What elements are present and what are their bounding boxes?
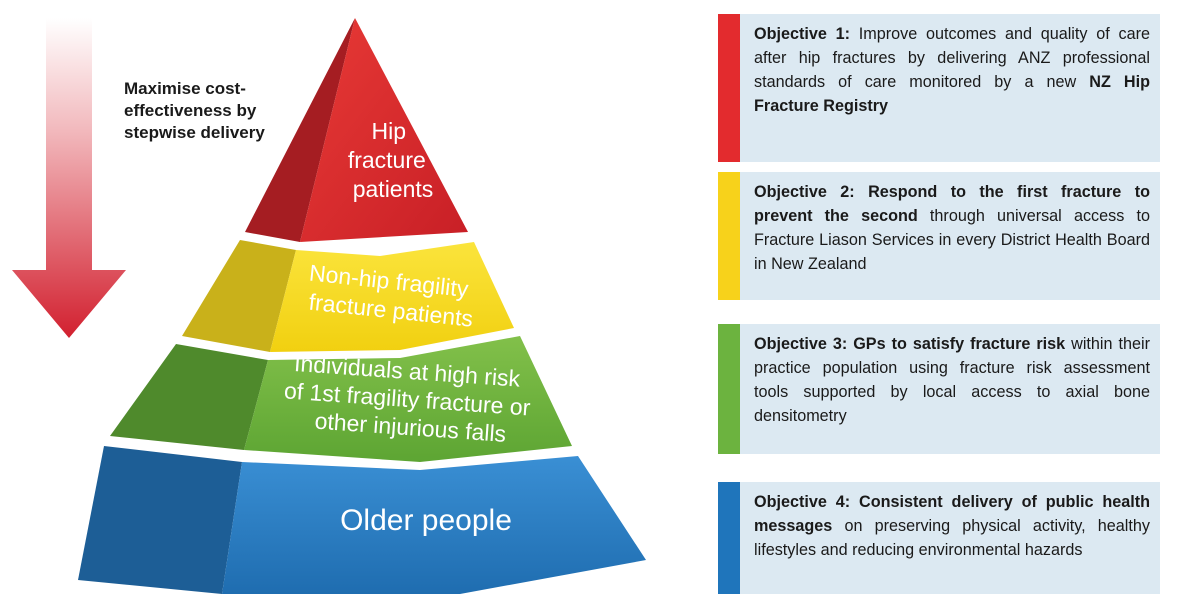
objective-4-color-bar — [718, 482, 740, 594]
objective-3-box: Objective 3: GPs to satisfy fracture ris… — [718, 324, 1160, 454]
pyramid-tier-hip: Hip fracture patients — [245, 18, 468, 242]
objective-3-color-bar — [718, 324, 740, 454]
tier-older-face — [222, 456, 646, 594]
tier-older-label: Older people — [340, 504, 512, 537]
pyramid: Hip fracture patients Non-hip fragility … — [78, 18, 646, 594]
tier-nonhip-face — [270, 242, 514, 352]
tier-highrisk-face — [244, 336, 572, 462]
objective-2-box: Objective 2: Respond to the first fractu… — [718, 172, 1160, 300]
tier-nonhip-side — [182, 240, 296, 352]
pyramid-tier-nonhip: Non-hip fragility fracture patients — [182, 240, 514, 352]
objective-2-text: Objective 2: Respond to the first fractu… — [754, 183, 1150, 273]
objective-1-text: Objective 1: Improve outcomes and qualit… — [754, 25, 1150, 115]
tier-hip-label: Hip fracture patients — [348, 118, 433, 202]
tier-hip-side — [245, 18, 355, 242]
objective-1-color-bar — [718, 14, 740, 162]
objective-3-text: Objective 3: GPs to satisfy fracture ris… — [754, 335, 1150, 425]
objective-4-box: Objective 4: Consistent delivery of publ… — [718, 482, 1160, 594]
arrow-label: Maximise cost-effectiveness by stepwise … — [124, 79, 265, 142]
pyramid-tier-older: Older people — [78, 446, 646, 594]
tier-older-side — [78, 446, 242, 594]
objective-4-text: Objective 4: Consistent delivery of publ… — [754, 493, 1150, 559]
pyramid-tier-highrisk: Individuals at high risk of 1st fragilit… — [110, 336, 572, 462]
down-arrow-icon — [12, 18, 126, 338]
tier-highrisk-side — [110, 344, 268, 450]
objective-1-box: Objective 1: Improve outcomes and qualit… — [718, 14, 1160, 162]
objective-2-color-bar — [718, 172, 740, 300]
tier-hip-face — [300, 18, 468, 242]
